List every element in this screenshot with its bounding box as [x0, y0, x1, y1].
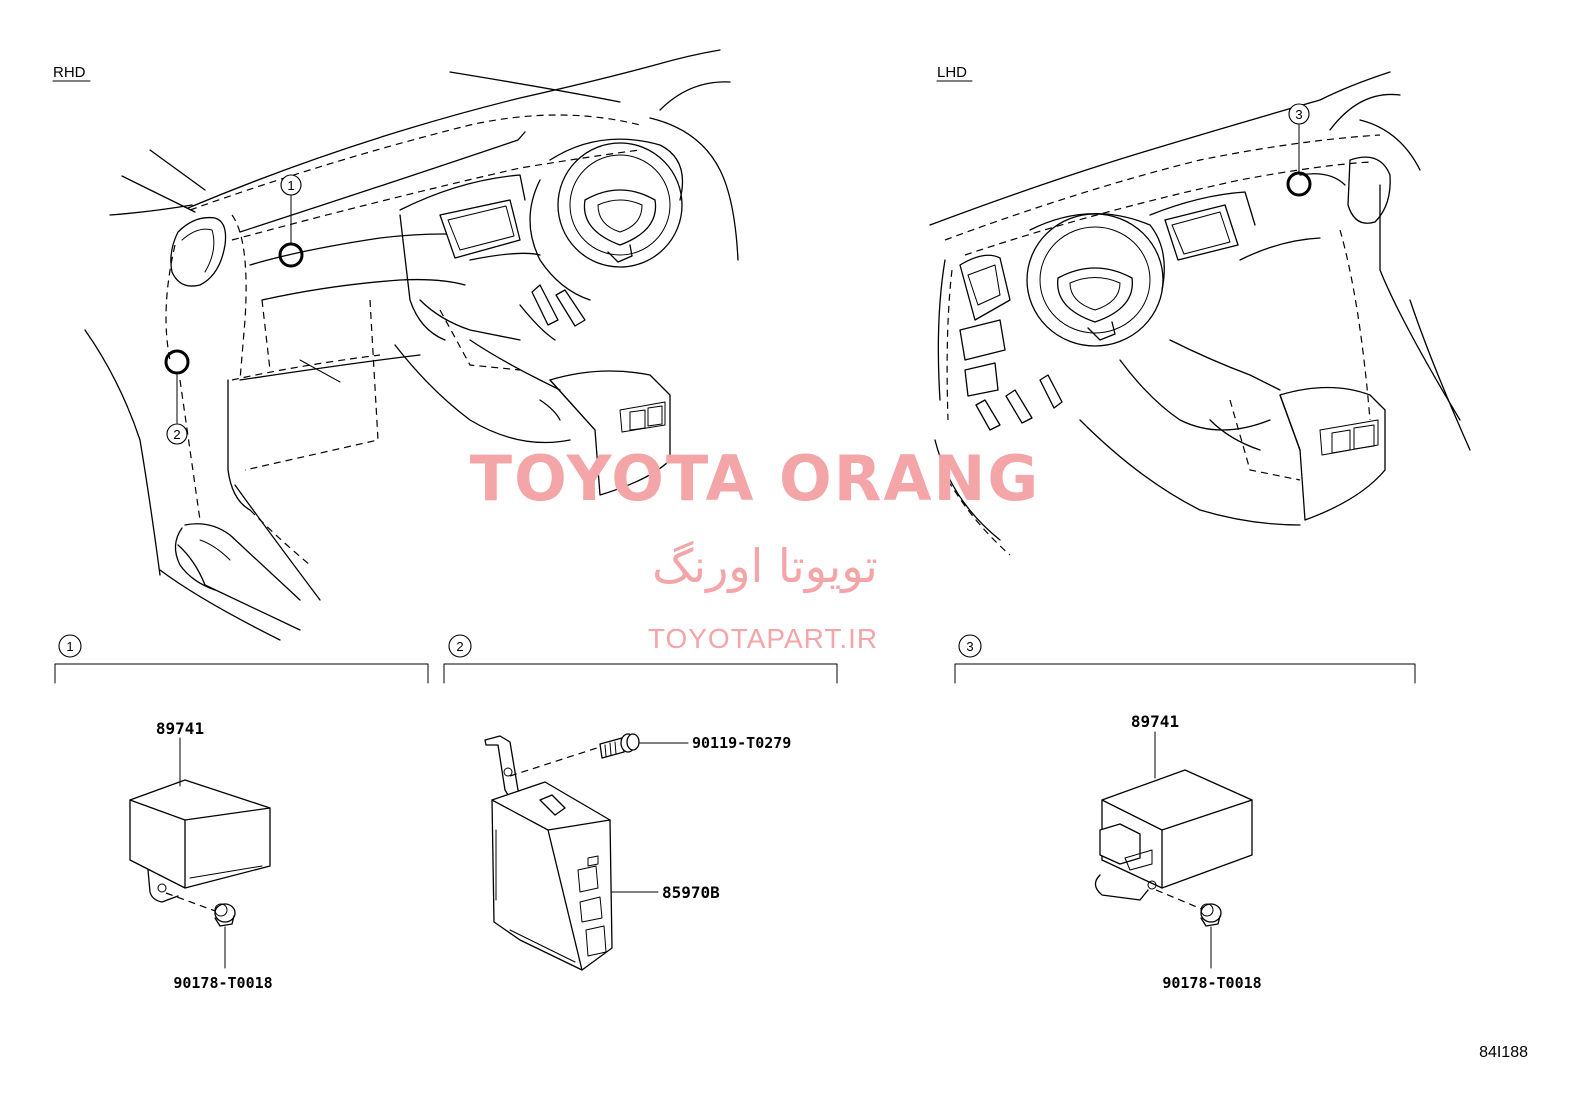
section-2-bracket [443, 663, 838, 684]
rhd-label: RHD [53, 64, 86, 81]
section-3-unit-part-number: 89741 [1131, 712, 1179, 731]
watermark-title: TOYOTA ORANG [470, 442, 1040, 515]
section-1-nut [214, 903, 236, 927]
diagram-code: 84I188 [1479, 1044, 1528, 1061]
section-1-bracket [54, 663, 429, 684]
watermark-site: TOYOTAPART.IR [648, 623, 878, 654]
section-1-unit-part-number: 89741 [156, 719, 204, 738]
section-1-marker [58, 634, 82, 658]
section-3-marker [958, 634, 982, 658]
section-1-nut-part-number: 90178-T0018 [173, 974, 272, 992]
section-2-marker [448, 634, 472, 658]
section-3-number: 3 [966, 639, 973, 654]
lhd-location-mark-3 [1286, 171, 1312, 197]
section-2-ecu [491, 781, 613, 971]
callout-3-marker [1288, 103, 1310, 125]
rhd-dashboard-view: RHD [52, 49, 739, 641]
section-3-nut [1200, 903, 1222, 927]
watermark: TOYOTA ORANG تویوتا اورنگ TOYOTAPART.IR [470, 442, 1040, 654]
section-2-bolt-part-number: 90119-T0279 [692, 734, 791, 752]
section-3-bracket [954, 663, 1416, 684]
section-2: 2 90119-T0279 [443, 634, 838, 971]
section-1: 1 89741 90178-T0018 [54, 634, 429, 992]
callout-2-label: 2 [173, 427, 180, 442]
lhd-label: LHD [937, 64, 967, 81]
section-1-control-unit [129, 779, 271, 903]
section-3-nut-part-number: 90178-T0018 [1162, 974, 1261, 992]
callout-2-marker [166, 423, 188, 445]
watermark-persian: تویوتا اورنگ [652, 539, 878, 594]
section-1-number: 1 [66, 639, 73, 654]
callout-3-label: 3 [1295, 107, 1302, 122]
section-3-control-unit [1094, 769, 1253, 901]
rhd-location-mark-2 [164, 349, 190, 375]
rhd-location-mark-1 [278, 242, 304, 268]
callout-1-label: 1 [287, 178, 294, 193]
section-2-bolt [599, 733, 640, 759]
lhd-dashboard-view: LHD [929, 64, 1471, 556]
callout-1-marker [280, 174, 302, 196]
section-2-ecu-part-number: 85970B [662, 883, 720, 902]
section-2-number: 2 [456, 639, 463, 654]
section-3: 3 89741 90178-T0018 [954, 634, 1416, 992]
